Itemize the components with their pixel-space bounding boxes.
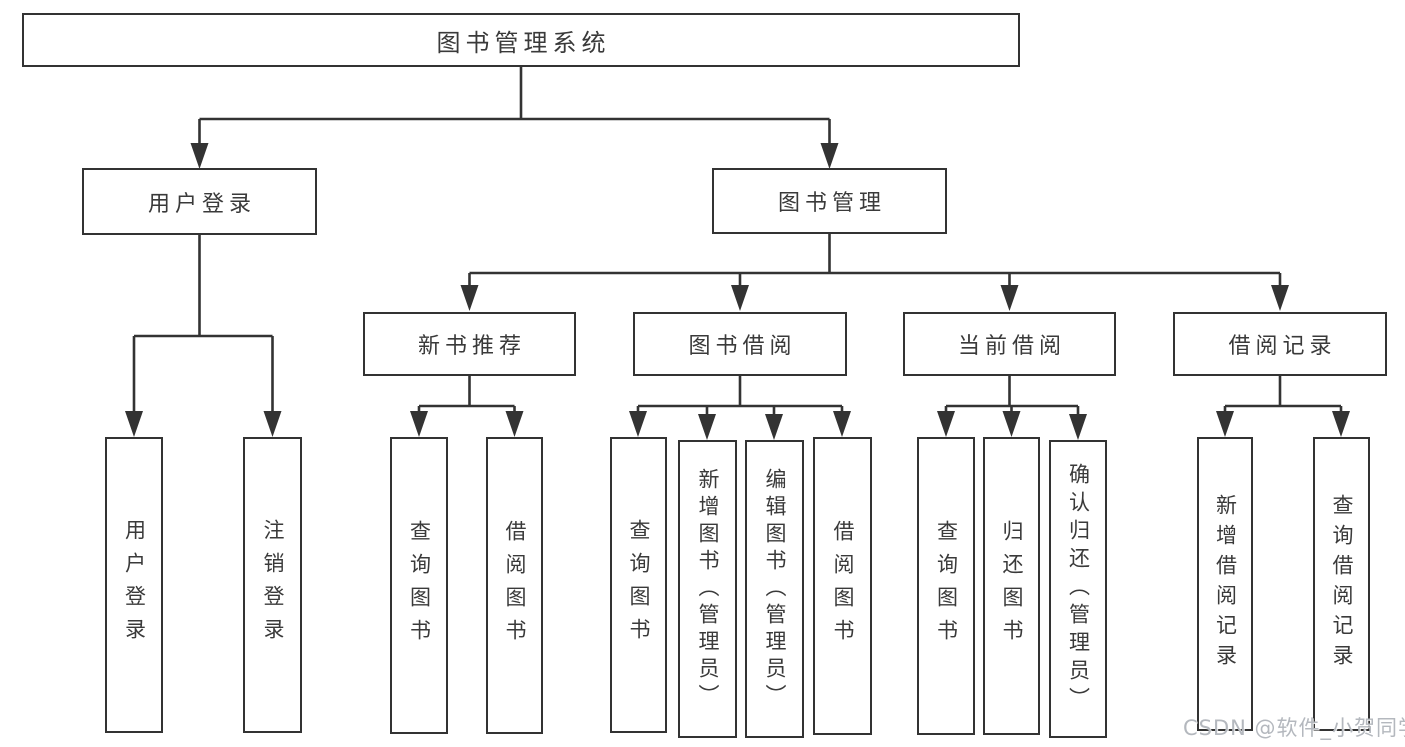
node-borrowing-records: 借阅记录	[1173, 312, 1387, 376]
leaf-query-books-borrow: 查询图书	[610, 437, 667, 733]
leaf-borrow-books-2: 借阅图书	[813, 437, 872, 735]
leaf-confirm-return-admin: 确认归还（管理员）	[1049, 440, 1107, 738]
node-book-management: 图书管理	[712, 168, 947, 234]
csdn-watermark: CSDN @软件_小贺同学	[1183, 716, 1405, 740]
leaf-query-books-recommend: 查询图书	[390, 437, 448, 734]
leaf-logout: 注销登录	[243, 437, 302, 733]
node-user-login: 用户登录	[82, 168, 317, 235]
node-book-borrowing: 图书借阅	[633, 312, 847, 376]
leaf-borrow-books-recommend: 借阅图书	[486, 437, 543, 734]
leaf-user-login: 用户登录	[105, 437, 163, 733]
leaf-query-books-current: 查询图书	[917, 437, 975, 735]
leaf-query-borrow-record: 查询借阅记录	[1313, 437, 1370, 731]
node-root-library-system: 图书管理系统	[22, 13, 1020, 67]
leaf-add-book-admin: 新增图书（管理员）	[678, 440, 737, 738]
node-new-book-recommend: 新书推荐	[363, 312, 576, 376]
leaf-return-books: 归还图书	[983, 437, 1040, 735]
node-current-borrowing: 当前借阅	[903, 312, 1116, 376]
leaf-add-borrow-record: 新增借阅记录	[1197, 437, 1253, 731]
leaf-edit-book-admin: 编辑图书（管理员）	[745, 440, 804, 738]
